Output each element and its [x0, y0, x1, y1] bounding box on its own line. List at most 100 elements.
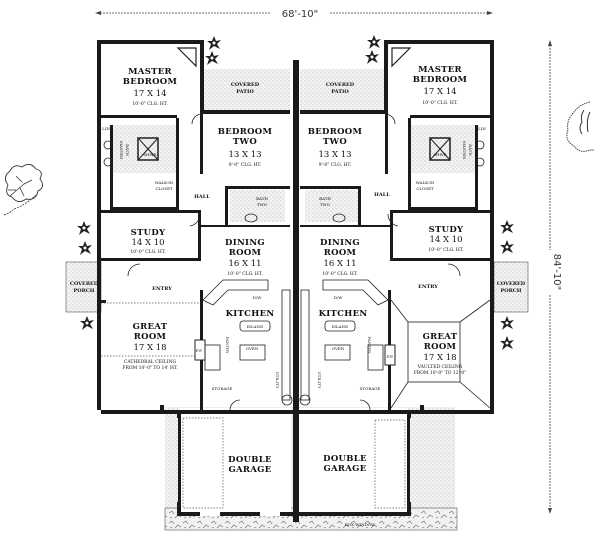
right-shower-icon: [429, 137, 451, 161]
right-pantry-label: PANTRY: [367, 337, 372, 354]
svg-text:TWO: TWO: [257, 202, 268, 207]
right-vaulted-ceiling-lines: [390, 299, 491, 409]
svg-text:10'-0" CLG. HT.: 10'-0" CLG. HT.: [422, 100, 458, 106]
left-toilet-icon: [244, 213, 258, 223]
left-covered-porch: [65, 261, 102, 313]
tree-left-icon: [3, 164, 43, 216]
svg-text:PATIO: PATIO: [331, 89, 349, 95]
left-walk-in-closet-label: WALK-IN: [155, 180, 174, 185]
right-walk-in-closet-label: WALK-IN: [416, 180, 435, 185]
right-storage-label: STORAGE: [360, 386, 381, 391]
left-water-heater-icon: [281, 394, 293, 406]
svg-text:13 X 13: 13 X 13: [318, 150, 351, 160]
left-bath-two-floor: [230, 190, 285, 222]
left-unit-walls: [97, 40, 301, 414]
width-dimension: 68'-10": [95, 9, 493, 20]
tree-right-icon: [566, 101, 594, 152]
box-window-label: BOX WINDOW: [345, 522, 376, 527]
right-covered-porch-label: COVERED: [497, 281, 526, 287]
left-study-label: STUDY: [131, 228, 166, 238]
left-entry-label: ENTRY: [152, 286, 172, 292]
right-dw-label: D/W: [334, 295, 344, 300]
right-bedroom-two-label: BEDROOM: [308, 127, 363, 137]
svg-text:BATH: BATH: [125, 144, 130, 156]
svg-text:GARAGE: GARAGE: [323, 464, 366, 474]
right-oven-label: OVEN: [332, 346, 345, 351]
svg-text:ROOM: ROOM: [134, 332, 167, 342]
right-master-bath-floor: [411, 125, 475, 173]
depth-dimension: 84'-10": [548, 40, 562, 514]
svg-text:10'-0" CLG. HT.: 10'-0" CLG. HT.: [322, 271, 358, 277]
svg-text:10'-0" CLG. HT.: 10'-0" CLG. HT.: [132, 101, 168, 107]
right-garage-label: DOUBLE: [323, 454, 367, 464]
svg-text:10'-0" CLG. HT.: 10'-0" CLG. HT.: [227, 271, 263, 277]
right-island-label: ISLAND: [332, 324, 349, 329]
right-master-bath-label: MASTER: [462, 141, 467, 160]
garage-walls: [168, 410, 420, 516]
right-covered-porch: [493, 261, 529, 313]
right-covered-patio-label: COVERED: [326, 82, 355, 88]
svg-text:17 X 14: 17 X 14: [133, 89, 166, 99]
right-sink-icon: [475, 140, 485, 150]
right-master-bedroom-label: MASTER: [418, 65, 462, 75]
right-toilet-icon: [332, 213, 346, 223]
svg-text:CLOSET: CLOSET: [416, 186, 434, 191]
svg-text:TWO: TWO: [233, 137, 257, 147]
svg-text:16 X 11: 16 X 11: [228, 259, 261, 269]
right-kitchen-label: KITCHEN: [319, 309, 368, 319]
left-master-bath-floor: [112, 125, 176, 173]
svg-text:10'-0" CLG. HT.: 10'-0" CLG. HT.: [130, 249, 166, 255]
svg-text:13 X 13: 13 X 13: [228, 150, 261, 160]
left-storage-label: STORAGE: [212, 386, 233, 391]
right-bath-two-floor: [305, 190, 360, 222]
door-swings: [127, 113, 461, 411]
svg-text:ROOM: ROOM: [229, 248, 262, 258]
right-water-heater-icon: [299, 394, 311, 406]
width-dimension-label: 68'-10": [282, 9, 318, 20]
left-dw-label: D/W: [253, 295, 263, 300]
svg-text:17 X 18: 17 X 18: [423, 353, 456, 363]
left-sink-icon-2: [103, 157, 113, 167]
right-great-room-label: GREAT: [423, 332, 458, 342]
right-master-fireplace-icon: [391, 47, 412, 68]
right-dining-room-label: DINING: [320, 238, 360, 248]
svg-text:BEDROOM: BEDROOM: [413, 75, 468, 85]
right-unit-labels: MASTER BEDROOM 17 X 14 10'-0" CLG. HT. C…: [308, 65, 526, 527]
left-covered-patio-label: COVERED: [231, 82, 260, 88]
right-fp-label: F.P.: [387, 354, 394, 359]
svg-text:ROOM: ROOM: [424, 342, 457, 352]
left-unit-labels: MASTER BEDROOM 17 X 14 10'-0" CLG. HT. C…: [70, 67, 280, 475]
svg-text:14 X 10: 14 X 10: [131, 238, 164, 248]
party-wall: [293, 60, 299, 522]
left-covered-porch-label: COVERED: [70, 281, 99, 287]
right-garage-floor: [297, 408, 408, 513]
svg-text:ROOM: ROOM: [324, 248, 357, 258]
left-sink-icon: [103, 140, 113, 150]
right-great-room-fireplace-icon: [384, 344, 396, 366]
svg-text:FROM 10'-0" TO 12'-0": FROM 10'-0" TO 12'-0": [414, 370, 467, 376]
svg-text:PATIO: PATIO: [236, 89, 254, 95]
svg-text:14 X 10: 14 X 10: [429, 235, 462, 245]
left-master-bath-label: MASTER: [119, 141, 124, 160]
left-oven-label: OVEN: [246, 346, 259, 351]
svg-text:9'-0" CLG. HT.: 9'-0" CLG. HT.: [229, 162, 262, 168]
svg-text:BATH: BATH: [468, 144, 473, 156]
left-master-fireplace-icon: [176, 47, 197, 68]
left-garage-label: DOUBLE: [228, 455, 272, 465]
right-covered-patio: [300, 69, 384, 113]
left-fp-label: F.P.: [196, 348, 203, 353]
depth-dimension-label: 84'-10": [551, 254, 562, 290]
left-kitchen-label: KITCHEN: [226, 309, 275, 319]
svg-text:9'-0" CLG. HT.: 9'-0" CLG. HT.: [319, 162, 352, 168]
left-shower-label: SHWR: [143, 152, 157, 157]
svg-text:17 X 18: 17 X 18: [133, 343, 166, 353]
right-sink-icon-2: [475, 157, 485, 167]
right-utility-label: UTILITY: [317, 371, 322, 389]
right-hall-label: HALL: [374, 192, 390, 198]
svg-text:17 X 14: 17 X 14: [423, 87, 456, 97]
svg-text:GARAGE: GARAGE: [228, 465, 271, 475]
left-great-room-label: GREAT: [133, 322, 168, 332]
left-covered-patio: [204, 69, 290, 113]
svg-text:FROM 10'-0" TO 14' HT.: FROM 10'-0" TO 14' HT.: [122, 365, 178, 371]
right-bath-two-label: BATH: [319, 196, 331, 201]
